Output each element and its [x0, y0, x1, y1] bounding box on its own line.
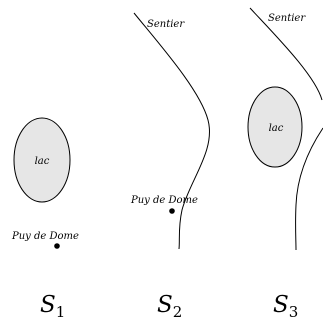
scene-3-path-line	[249, 7, 323, 101]
scene-3-caption-letter: S	[273, 292, 289, 318]
scene-3: Sentier lac S3	[247, 7, 323, 320]
scene-3-path-label: Sentier	[268, 13, 306, 24]
scene-1: lac Puy de Dome S1	[11, 117, 79, 320]
scene-3-path-line-lower	[295, 127, 323, 251]
scene-2-caption-letter: S	[157, 292, 173, 318]
scene-2-point-label: Puy de Dome	[130, 195, 198, 206]
scene-3-lake-label: lac	[269, 123, 284, 134]
scene-2-path-label: Sentier	[147, 19, 185, 30]
scene-1-lake-label: lac	[35, 156, 50, 167]
scene-2-caption-subscript: 2	[173, 303, 183, 320]
scene-1-point-label-clip: Puy de Dome	[11, 231, 79, 242]
scene-3-lake-shape	[247, 86, 303, 168]
scene-2-point-marker	[169, 208, 175, 214]
scene-1-point-marker	[54, 243, 60, 249]
scene-1-point-label: Puy de Dome	[11, 231, 79, 242]
scene-1-lake-shape	[13, 117, 71, 203]
scene-2: Sentier Puy de Dome S2	[130, 12, 210, 320]
scene-2-caption: S2	[157, 292, 182, 320]
scene-3-caption: S3	[273, 292, 298, 320]
scene-1-caption-letter: S	[40, 292, 56, 318]
scene-3-caption-subscript: 3	[289, 303, 299, 320]
scene-1-caption-subscript: 1	[56, 303, 66, 320]
scene-2-path-line	[133, 12, 210, 250]
scene-1-caption: S1	[40, 292, 65, 320]
